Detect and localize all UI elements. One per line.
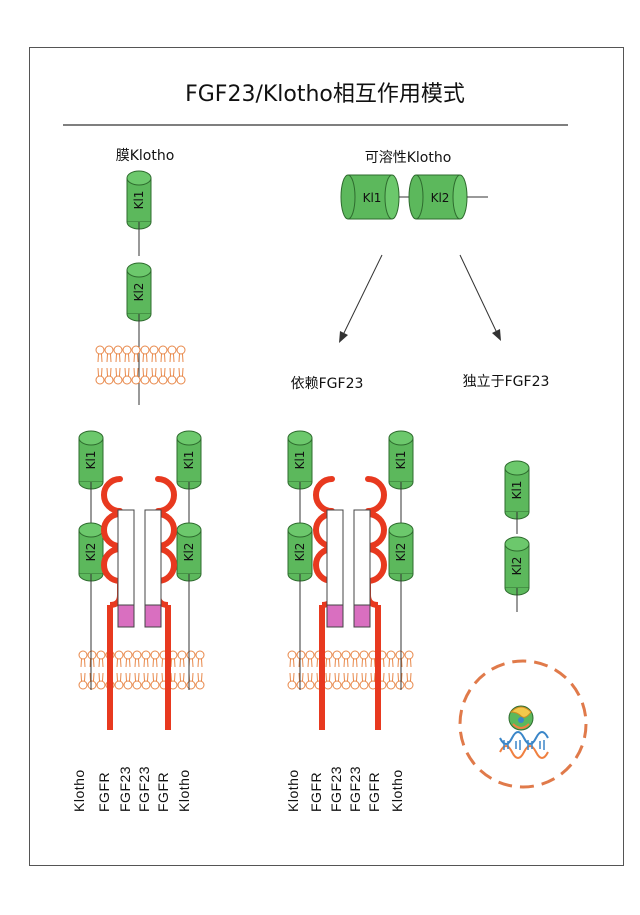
complex-component-label: FGFR bbox=[308, 772, 324, 812]
membrane-klotho: Kl1 Kl2 bbox=[126, 170, 152, 405]
dependent-label: 依赖FGF23 bbox=[291, 376, 364, 392]
free-soluble-klotho: Kl1 Kl2 bbox=[504, 460, 530, 612]
arrow-to-independent bbox=[459, 254, 501, 341]
complex-component-label: Klotho bbox=[285, 769, 301, 812]
complex-component-label: Klotho bbox=[71, 769, 87, 812]
arrow-to-dependent bbox=[339, 254, 383, 343]
kl2-domain-label: Kl2 bbox=[431, 191, 450, 205]
kl1-domain-label: Kl1 bbox=[182, 451, 196, 470]
kl1-domain-label: Kl1 bbox=[363, 191, 382, 205]
kl2-domain-label: Kl2 bbox=[132, 283, 146, 302]
kl2-domain-label: Kl2 bbox=[394, 543, 408, 562]
nucleus bbox=[458, 659, 588, 789]
complex-component-label: FGF23 bbox=[328, 766, 344, 812]
kl1-domain-label: Kl1 bbox=[132, 191, 146, 210]
kl1-domain-label: Kl1 bbox=[394, 451, 408, 470]
complex-component-label: FGFR bbox=[155, 772, 171, 812]
complex-component-label: FGF23 bbox=[347, 766, 363, 812]
kl2-domain-label: Kl2 bbox=[510, 557, 524, 576]
kl1-domain-label: Kl1 bbox=[510, 481, 524, 500]
kl1-domain-label: Kl1 bbox=[84, 451, 98, 470]
soluble-klotho-label: 可溶性Klotho bbox=[365, 150, 452, 166]
dna-helix-icon bbox=[499, 731, 549, 759]
independent-label: 独立于FGF23 bbox=[463, 374, 550, 390]
transcription-factor-icon bbox=[508, 705, 534, 731]
membrane-klotho-label: 膜Klotho bbox=[116, 148, 175, 164]
kl2-domain-label: Kl2 bbox=[84, 543, 98, 562]
diagram-title: FGF23/Klotho相互作用模式 bbox=[185, 82, 465, 107]
kl1-domain-label: Kl1 bbox=[293, 451, 307, 470]
kl2-domain-label: Kl2 bbox=[182, 543, 196, 562]
complex-component-label: FGF23 bbox=[136, 766, 152, 812]
complex-component-label: FGF23 bbox=[117, 766, 133, 812]
complex-component-label: Klotho bbox=[176, 769, 192, 812]
complex-component-label: Klotho bbox=[389, 769, 405, 812]
soluble-klotho: Kl1 Kl2 bbox=[340, 174, 488, 220]
complex-component-label: FGFR bbox=[366, 772, 382, 812]
figure-frame bbox=[29, 47, 624, 866]
complex-component-label: FGFR bbox=[96, 772, 112, 812]
kl2-domain-label: Kl2 bbox=[293, 543, 307, 562]
cell-membrane-small bbox=[95, 345, 186, 385]
